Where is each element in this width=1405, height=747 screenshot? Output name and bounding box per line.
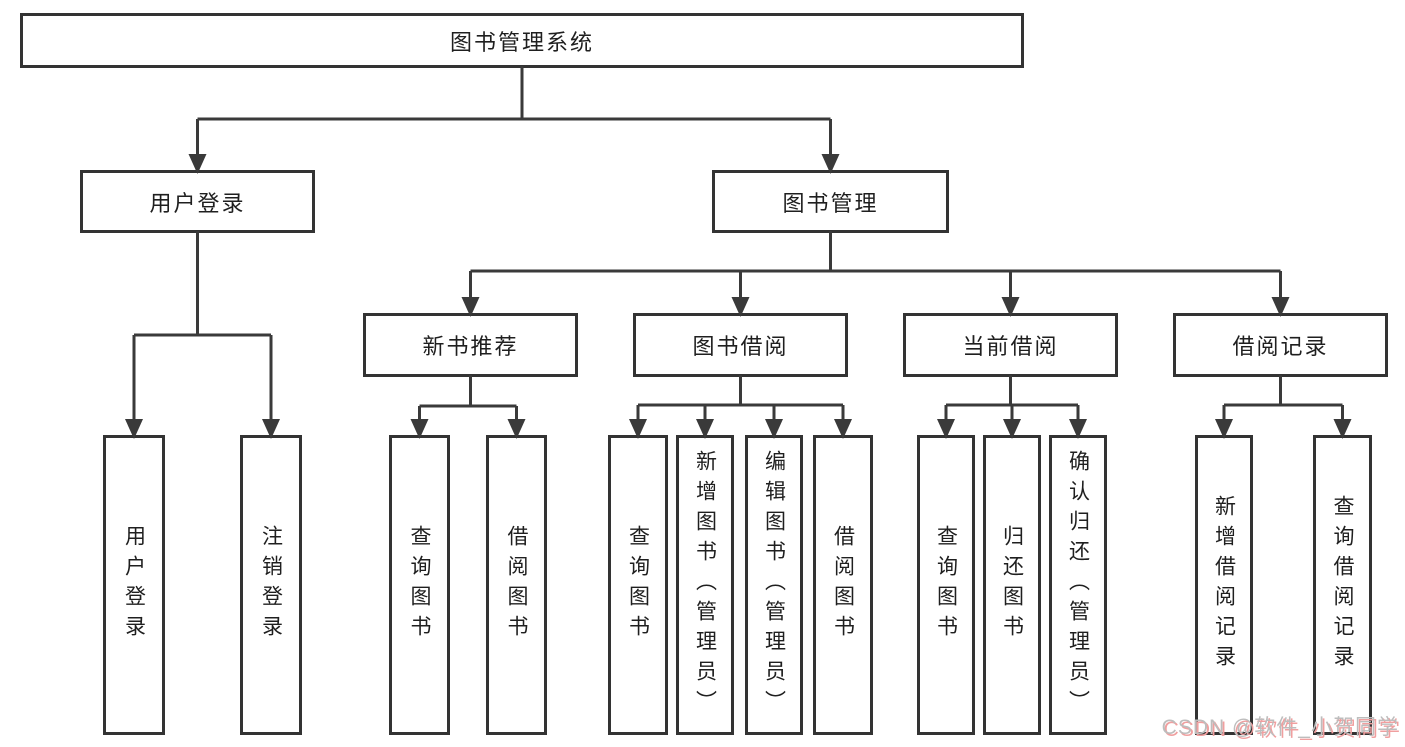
node-label: 查询图书 xyxy=(626,525,650,645)
connector-group-borrow xyxy=(629,375,852,439)
node-label: 当前借阅 xyxy=(962,334,1059,359)
node-current: 当前借阅 xyxy=(903,313,1118,377)
node-label: 编辑图书（管理员） xyxy=(762,450,786,720)
node-label: 用户登录 xyxy=(122,525,146,645)
node-label: 借阅记录 xyxy=(1232,334,1329,359)
node-label: 查询图书 xyxy=(408,525,431,645)
node-r-query: 查询借阅记录 xyxy=(1313,435,1372,735)
node-label: 查询借阅记录 xyxy=(1331,495,1354,675)
node-label: 确认归还（管理员） xyxy=(1066,450,1090,720)
node-label: 用户登录 xyxy=(149,190,246,216)
connector-group-records xyxy=(1215,375,1352,439)
node-logout: 注销登录 xyxy=(240,435,302,735)
connector-group-root xyxy=(188,66,840,174)
node-r-add: 新增借阅记录 xyxy=(1195,435,1253,735)
node-b-query: 查询图书 xyxy=(608,435,668,735)
node-newbook: 新书推荐 xyxy=(363,313,578,377)
node-label: 图书管理 xyxy=(782,190,879,216)
node-label: 图书借阅 xyxy=(692,334,789,359)
node-b-edit: 编辑图书（管理员） xyxy=(745,435,803,735)
node-borrow: 图书借阅 xyxy=(633,313,848,377)
node-nb-borrow: 借阅图书 xyxy=(486,435,547,735)
node-nb-query: 查询图书 xyxy=(389,435,450,735)
node-label: 借阅图书 xyxy=(831,525,855,645)
node-label: 新书推荐 xyxy=(422,334,519,359)
node-label: 注销登录 xyxy=(259,525,283,645)
node-c-return: 归还图书 xyxy=(983,435,1041,735)
watermark: CSDN @软件_小贺同学 xyxy=(1161,716,1399,739)
node-label: 新增图书（管理员） xyxy=(693,450,717,720)
node-b-add: 新增图书（管理员） xyxy=(676,435,734,735)
node-user-login: 用户登录 xyxy=(103,435,165,735)
connector-group-mgmt xyxy=(461,231,1290,317)
connector-group-login xyxy=(125,231,280,439)
connector-group-newbook xyxy=(410,375,526,439)
node-b-borrow: 借阅图书 xyxy=(813,435,873,735)
node-mgmt: 图书管理 xyxy=(712,170,949,233)
node-label: 查询图书 xyxy=(934,525,958,645)
node-label: 图书管理系统 xyxy=(449,29,594,55)
node-label: 新增借阅记录 xyxy=(1212,495,1236,675)
node-c-confirm: 确认归还（管理员） xyxy=(1049,435,1107,735)
node-label: 归还图书 xyxy=(1000,525,1024,645)
node-login: 用户登录 xyxy=(80,170,315,233)
node-records: 借阅记录 xyxy=(1173,313,1388,377)
node-c-query: 查询图书 xyxy=(917,435,975,735)
node-root: 图书管理系统 xyxy=(20,13,1024,68)
node-label: 借阅图书 xyxy=(505,525,528,645)
connector-group-current xyxy=(937,375,1087,439)
